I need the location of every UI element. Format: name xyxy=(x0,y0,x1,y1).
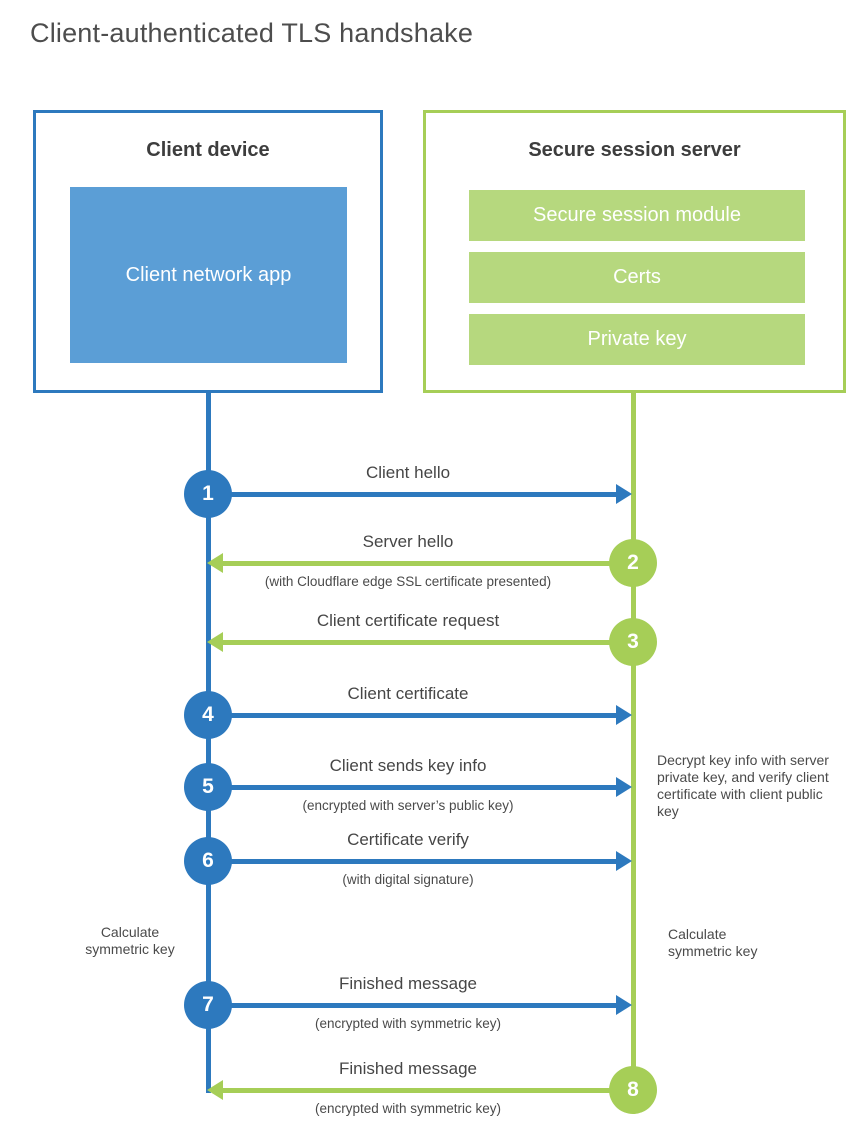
message-sublabel: (with digital signature) xyxy=(342,872,474,887)
arrow-line xyxy=(230,492,616,497)
client-device-box: Client device Client network app xyxy=(33,110,383,393)
arrow-line xyxy=(221,1088,613,1093)
arrow-line xyxy=(230,785,616,790)
message-label: Certificate verify xyxy=(347,830,469,849)
certs-bar: Certs xyxy=(469,252,805,303)
message-label: Finished message xyxy=(339,974,477,993)
client-network-app-label: Client network app xyxy=(125,263,292,286)
message-label: Client sends key info xyxy=(329,756,487,775)
step-circle-2: 2 xyxy=(609,539,657,587)
arrow-right-icon xyxy=(616,777,632,797)
arrow-line xyxy=(230,859,616,864)
secure-session-module-bar: Secure session module xyxy=(469,190,805,241)
step-circle-4: 4 xyxy=(184,691,232,739)
message-sublabel: (with Cloudflare edge SSL certificate pr… xyxy=(264,574,552,589)
calculate-symmetric-key-server-note: Calculate symmetric key xyxy=(668,926,758,959)
arrow-line xyxy=(221,561,613,566)
message-sublabel: (encrypted with symmetric key) xyxy=(314,1101,502,1116)
message-label: Client hello xyxy=(365,463,451,482)
secure-session-server-box: Secure session server Secure session mod… xyxy=(423,110,846,393)
step-circle-1: 1 xyxy=(184,470,232,518)
message-label: Finished message xyxy=(339,1059,477,1078)
arrow-right-icon xyxy=(616,705,632,725)
arrow-line xyxy=(230,713,616,718)
step-circle-3: 3 xyxy=(609,618,657,666)
step-circle-5: 5 xyxy=(184,763,232,811)
decrypt-key-note: Decrypt key info with server private key… xyxy=(657,752,829,819)
message-sublabel: (encrypted with symmetric key) xyxy=(314,1016,502,1031)
arrow-right-icon xyxy=(616,484,632,504)
client-lifeline xyxy=(206,393,211,1093)
calculate-symmetric-key-client-note: Calculate symmetric key xyxy=(85,924,175,957)
step-circle-8: 8 xyxy=(609,1066,657,1114)
message-sublabel: (encrypted with server’s public key) xyxy=(302,798,514,813)
client-network-app-box: Client network app xyxy=(70,187,347,363)
step-circle-6: 6 xyxy=(184,837,232,885)
server-lifeline xyxy=(631,393,636,1093)
arrow-line xyxy=(221,640,613,645)
private-key-bar: Private key xyxy=(469,314,805,365)
secure-session-server-title: Secure session server xyxy=(528,139,741,161)
client-device-title: Client device xyxy=(146,139,270,161)
message-label: Server hello xyxy=(362,532,454,551)
arrow-left-icon xyxy=(207,553,223,573)
step-circle-7: 7 xyxy=(184,981,232,1029)
arrow-left-icon xyxy=(207,632,223,652)
arrow-right-icon xyxy=(616,995,632,1015)
arrow-line xyxy=(230,1003,616,1008)
message-label: Client certificate xyxy=(347,684,469,703)
arrow-left-icon xyxy=(207,1080,223,1100)
message-label: Client certificate request xyxy=(316,611,500,630)
page-title: Client-authenticated TLS handshake xyxy=(30,18,474,48)
arrow-right-icon xyxy=(616,851,632,871)
